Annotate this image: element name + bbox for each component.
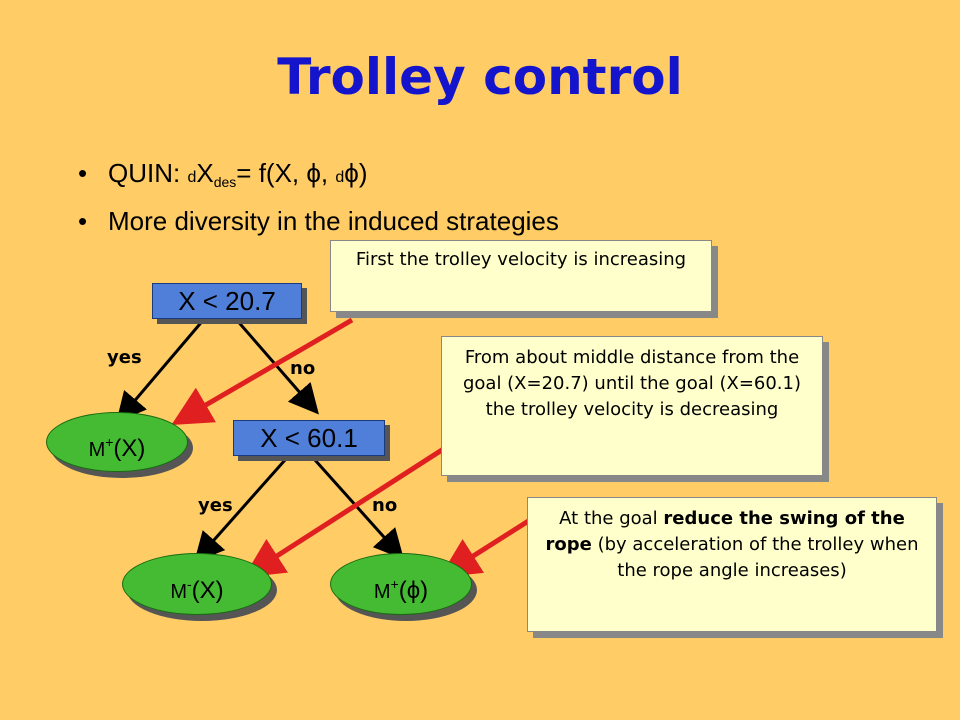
leaf-m-plus-x: M+(X): [46, 412, 188, 472]
edge-label-no-2: no: [372, 495, 398, 516]
edge-label-no-1: no: [290, 358, 316, 379]
slide-title: Trolley control: [277, 48, 683, 106]
bullet-dot-icon: •: [78, 158, 88, 188]
arrow-note3: [439, 517, 532, 578]
leaf-m-minus-x: M-(X): [122, 553, 272, 615]
bullet-dot-icon: •: [78, 206, 88, 236]
note-velocity-decreasing: From about middle distance from the goal…: [441, 336, 823, 476]
decision-node-1: X < 20.7: [152, 283, 302, 319]
leaf-m-plus-phi: M+(ϕ): [330, 553, 472, 615]
bullet-diversity: •More diversity in the induced strategie…: [78, 206, 559, 236]
arrow-note1: [171, 317, 354, 426]
bullet-list: •QUIN: dXdes= f(X, ϕ, dϕ) •More diversit…: [78, 158, 559, 254]
edge-label-yes-2: yes: [198, 495, 233, 516]
edge-label-yes-1: yes: [107, 347, 142, 368]
decision-node-2: X < 60.1: [233, 420, 385, 456]
note-velocity-increasing: First the trolley velocity is increasing: [330, 240, 712, 312]
edge-yes-1: [116, 317, 207, 423]
edge-yes-2: [194, 459, 287, 563]
edge-no-2: [313, 458, 405, 560]
note-reduce-swing: At the goal reduce the swing of the rope…: [527, 497, 937, 632]
arrow-note2: [243, 445, 447, 578]
bullet-quin: •QUIN: dXdes= f(X, ϕ, dϕ): [78, 158, 368, 190]
